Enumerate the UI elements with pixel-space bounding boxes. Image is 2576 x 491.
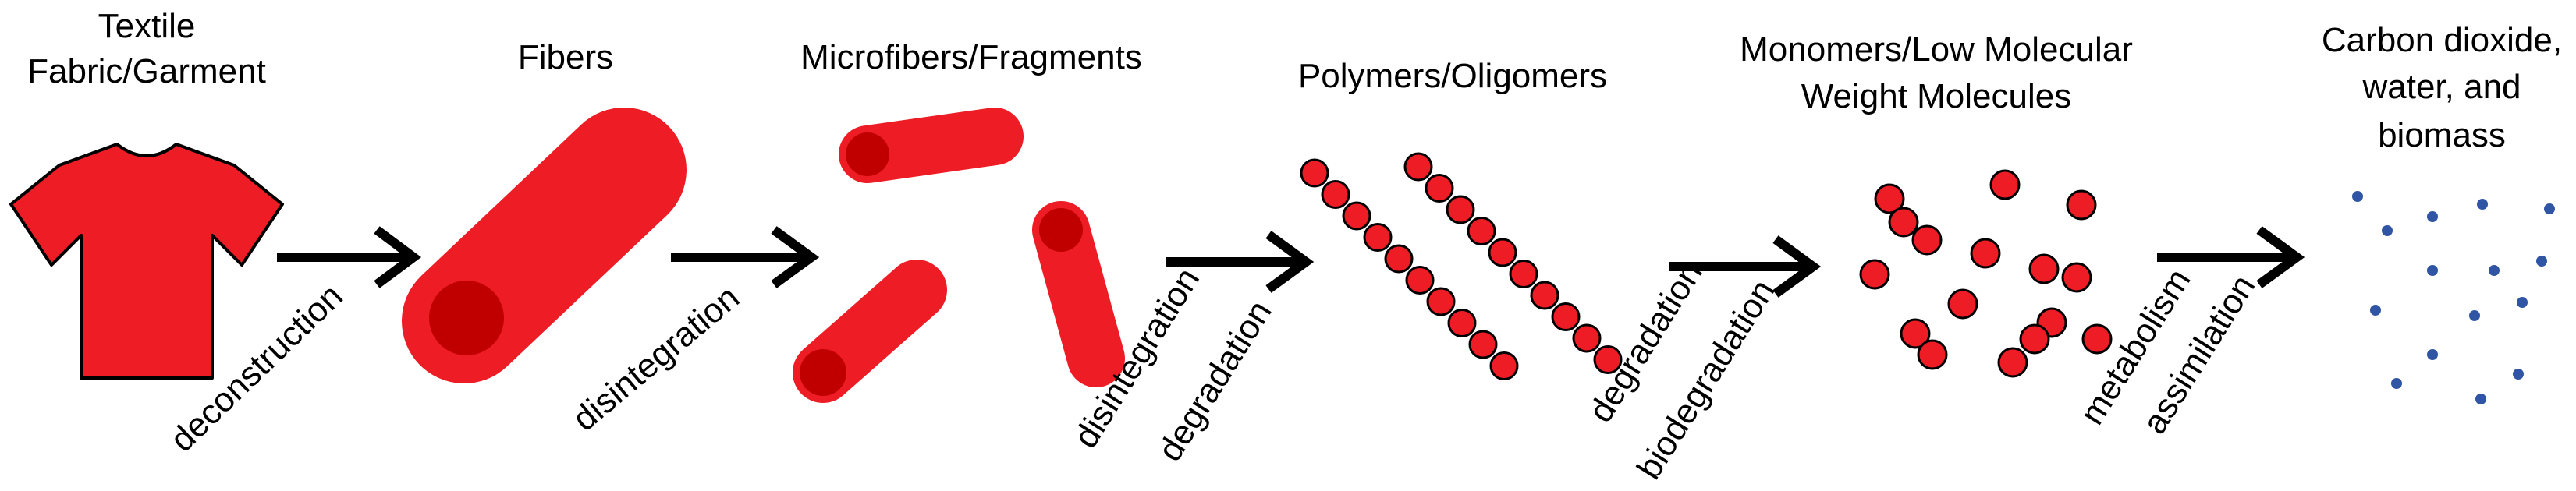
fiber-cylinder-icon [402, 108, 687, 383]
monomer-bead [1911, 224, 1943, 256]
polymer-bead [1403, 152, 1433, 182]
monomer-bead [1888, 207, 1919, 238]
monomer-bead [2081, 323, 2113, 355]
stage-title-polymers: Polymers/Oligomers [1298, 57, 1607, 95]
tshirt-icon [9, 143, 284, 380]
stage-title-textile: Textile Fabric/Garment [27, 7, 266, 90]
microfiber-icon [793, 260, 947, 403]
biomass-dot [2382, 225, 2393, 236]
polymer-bead [1300, 158, 1329, 188]
polymer-bead [1488, 238, 1517, 267]
stage-title-line: Polymers/Oligomers [1298, 57, 1607, 95]
monomer-bead [2066, 189, 2097, 221]
monomer-bead [1917, 339, 1948, 370]
polymer-bead [1468, 330, 1498, 359]
stage-title-monomers: Monomers/Low Molecular Weight Molecules [1740, 30, 2133, 115]
monomer-cluster-icon [1859, 169, 2113, 378]
monomer-bead [1900, 318, 1931, 349]
polymer-bead [1593, 345, 1623, 374]
monomer-bead [2061, 262, 2092, 293]
biomass-dot [2517, 297, 2528, 308]
monomer-bead [1859, 259, 1890, 290]
monomer-bead [1970, 238, 2001, 269]
polymer-bead [1447, 309, 1477, 337]
polymer-bead [1321, 180, 1350, 209]
biomass-dot [2427, 211, 2438, 222]
stage-title-line: biomass [2378, 116, 2506, 154]
arrow-icon [277, 226, 422, 288]
polymer-bead [1426, 287, 1456, 316]
biomass-dot [2427, 265, 2438, 276]
monomer-bead [2028, 253, 2060, 284]
polymer-bead [1342, 201, 1371, 231]
biomass-dot [2536, 256, 2547, 267]
polymer-bead [1530, 281, 1559, 310]
biomass-dot [2391, 378, 2402, 389]
stage-title-fibers: Fibers [518, 38, 613, 76]
monomer-bead [1947, 288, 1978, 320]
microfiber-icon [839, 108, 1024, 183]
stage-title-line: Carbon dioxide, [2322, 21, 2562, 59]
stage-title-line: Textile [98, 7, 196, 45]
polymer-bead [1509, 260, 1538, 288]
biomass-dot [2513, 369, 2524, 380]
biomass-dot [2489, 265, 2500, 276]
biomass-dot [2469, 310, 2480, 321]
polymer-bead [1489, 351, 1519, 380]
polymer-bead [1572, 323, 1602, 353]
arrow-icon [671, 226, 820, 288]
stage-title-line: Fibers [518, 38, 613, 76]
biomass-dots-icon [2352, 191, 2555, 404]
monomer-bead [1874, 183, 1905, 214]
stage-title-microfibers: Microfibers/Fragments [800, 38, 1142, 76]
polymer-bead [1384, 244, 1414, 274]
polymer-bead [1446, 195, 1475, 224]
polymer-chain-icon [1403, 152, 1623, 374]
biomass-dot [2477, 199, 2488, 210]
polymer-bead [1551, 302, 1581, 331]
monomer-bead [1989, 169, 2021, 200]
biomass-dot [2475, 394, 2486, 404]
stage-title-end-products: Carbon dioxide, water, and biomass [2322, 21, 2562, 154]
polymer-bead [1467, 217, 1496, 246]
biomass-dot [2370, 305, 2381, 316]
polymer-bead [1405, 266, 1435, 295]
arrow-icon [1166, 231, 1315, 293]
monomer-bead [2019, 323, 2050, 355]
polymer-bead [1363, 223, 1393, 252]
biomass-dot [2352, 191, 2363, 202]
stage-title-line: Monomers/Low Molecular [1740, 30, 2133, 69]
stage-title-line: Microfibers/Fragments [800, 38, 1142, 76]
polymer-chain-icon [1300, 158, 1519, 380]
stage-title-line: water, and [2361, 68, 2521, 106]
stage-title-line: Weight Molecules [1801, 77, 2071, 115]
arrow-icon [1669, 235, 1822, 298]
biomass-dot [2427, 349, 2438, 360]
monomer-bead [1997, 347, 2028, 378]
polymer-bead [1425, 174, 1454, 203]
arrow-icon [2157, 226, 2305, 288]
microfiber-icon [1032, 201, 1125, 387]
transition-label-disintegration: disintegration [566, 278, 747, 439]
stage-title-line: Fabric/Garment [27, 52, 266, 90]
biomass-dot [2544, 203, 2555, 214]
